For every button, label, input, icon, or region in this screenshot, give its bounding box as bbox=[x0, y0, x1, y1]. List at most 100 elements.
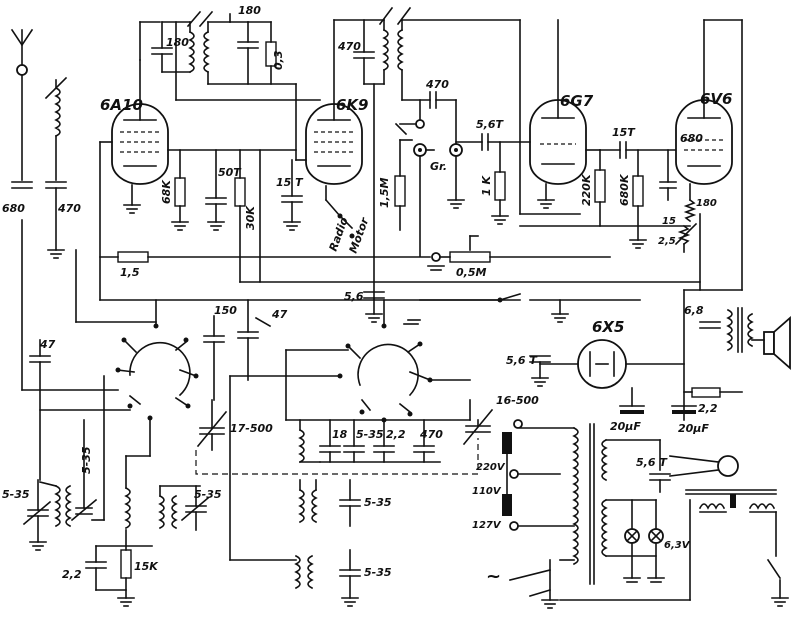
cap-68-label: 6,8 bbox=[684, 304, 704, 317]
phono-jack bbox=[413, 143, 465, 257]
voltage-selector bbox=[502, 419, 575, 531]
cap-18-label: 18 bbox=[332, 428, 348, 441]
cap-5-35-f bbox=[339, 549, 361, 607]
res-1k-label: 1 K bbox=[480, 175, 493, 196]
res-22-label: 2,2 bbox=[698, 402, 718, 415]
res-15k bbox=[117, 529, 135, 607]
cap-5-35-c bbox=[180, 485, 210, 531]
cap-47-left-label: 47 bbox=[39, 338, 56, 351]
pilot-lamps bbox=[623, 499, 665, 583]
tube-6v6-label: 6V6 bbox=[700, 90, 732, 108]
cap-16-500-label: 16-500 bbox=[496, 394, 539, 407]
res-220k bbox=[519, 149, 691, 227]
res-68k-label: 68K bbox=[160, 179, 173, 204]
res-03 bbox=[247, 21, 277, 85]
cap-680-a bbox=[659, 149, 677, 201]
cap-5-35-a bbox=[22, 479, 52, 551]
coil-low-1 bbox=[298, 479, 318, 524]
cap-ant-680-label: 680 bbox=[2, 202, 25, 215]
cap-150 bbox=[203, 315, 225, 401]
tube-6g7 bbox=[529, 19, 587, 209]
cap-15t-b bbox=[281, 159, 303, 231]
v-110-label: 110V bbox=[472, 486, 502, 497]
motor-coils bbox=[559, 499, 789, 607]
cap-20uf-a bbox=[619, 387, 645, 414]
res-15b-label: 1,5 bbox=[120, 266, 140, 279]
cap-17-500 bbox=[196, 399, 228, 451]
cap-470-det-label: 470 bbox=[425, 78, 449, 91]
cap-ant-680 bbox=[11, 181, 33, 189]
coil-band bbox=[298, 419, 321, 464]
cap-150-label: 150 bbox=[214, 304, 237, 317]
phono-pickup bbox=[669, 455, 777, 508]
cap-180b-label: 180 bbox=[238, 4, 261, 17]
res-68k bbox=[171, 149, 189, 231]
cap-22-a-label: 2,2 bbox=[62, 568, 82, 581]
tube-6k9 bbox=[305, 19, 363, 201]
cap-68 bbox=[699, 321, 721, 329]
cap-50t-label: 50T bbox=[218, 166, 242, 179]
tube-6x5 bbox=[539, 339, 685, 389]
cap-470-band-label: 470 bbox=[419, 428, 443, 441]
cap-56t-label: 5,6T bbox=[476, 118, 504, 131]
radio-motor-switch bbox=[324, 198, 355, 239]
coil-left-1 bbox=[39, 481, 72, 528]
v-220-label: 220V bbox=[476, 462, 506, 473]
cap-16-500 bbox=[462, 408, 494, 446]
cap-47-left bbox=[29, 339, 51, 481]
cap-22-b bbox=[373, 419, 395, 463]
cap-5-35-d-label: 5-35 bbox=[356, 428, 384, 441]
output-transformer bbox=[726, 307, 754, 353]
cap-17-500-label: 17-500 bbox=[230, 422, 273, 435]
cap-56t-b bbox=[529, 355, 551, 387]
v-63-label: 6,3V bbox=[664, 540, 691, 551]
tube-6k9-label: 6K9 bbox=[336, 96, 369, 114]
cap-56t-b-label: 5,6 T bbox=[506, 354, 538, 367]
cap-5-35-b bbox=[70, 419, 98, 522]
gr-label: Gr. bbox=[430, 160, 447, 173]
res-22 bbox=[683, 387, 743, 398]
res-15m bbox=[394, 139, 413, 231]
cap-56-mid bbox=[363, 291, 385, 323]
res-680k-label: 680K bbox=[618, 173, 631, 206]
osc-coil-2 bbox=[158, 485, 201, 530]
coil-low-2 bbox=[229, 554, 314, 590]
res-25-label: 2,5 bbox=[658, 236, 676, 247]
cap-47-mid bbox=[237, 299, 272, 381]
res-15m-label: 1,5M bbox=[378, 178, 391, 208]
v-127-label: 127V bbox=[472, 520, 502, 531]
tube-6a10 bbox=[111, 59, 169, 214]
cap-56t bbox=[455, 133, 531, 151]
cap-180a bbox=[151, 21, 173, 73]
cap-22-b-label: 2,2 bbox=[386, 428, 406, 441]
cap-470-band bbox=[413, 419, 435, 463]
tube-6a10-label: 6A10 bbox=[100, 96, 143, 114]
cap-15t-a-label: 15T bbox=[612, 126, 636, 139]
res-15-label: 15 bbox=[662, 216, 676, 227]
cap-20uf-b-label: 20µF bbox=[678, 422, 709, 435]
wave-switch-1 bbox=[115, 323, 199, 421]
power-transformer bbox=[572, 423, 608, 585]
res-30k bbox=[234, 149, 246, 283]
tube-6v6 bbox=[675, 19, 733, 201]
cap-680-a-label: 680 bbox=[680, 132, 703, 145]
antenna-coil bbox=[44, 76, 68, 181]
cap-56t-c-label: 5,6 T bbox=[636, 456, 668, 469]
bias-resistors bbox=[674, 198, 698, 253]
pot-05m-label: 0,5M bbox=[456, 266, 486, 279]
cap-50t bbox=[205, 149, 227, 231]
res-15k-label: 15K bbox=[134, 560, 159, 573]
cap-22-a bbox=[85, 545, 107, 591]
ac-symbol: ~ bbox=[486, 566, 501, 587]
res-03-label: 0,3 bbox=[272, 50, 285, 70]
cap-5-35-d bbox=[343, 419, 365, 463]
cap-5-35-e bbox=[339, 479, 361, 527]
tube-6x5-label: 6X5 bbox=[592, 318, 624, 336]
antenna-symbol bbox=[10, 28, 34, 391]
cap-56-mid-label: 5,6 bbox=[344, 290, 364, 303]
cap-470-top-label: 470 bbox=[337, 40, 361, 53]
cap-5-35-b-label: 5-35 bbox=[80, 446, 93, 474]
res-220k-label: 220K bbox=[580, 173, 593, 206]
res-1k bbox=[491, 141, 509, 225]
